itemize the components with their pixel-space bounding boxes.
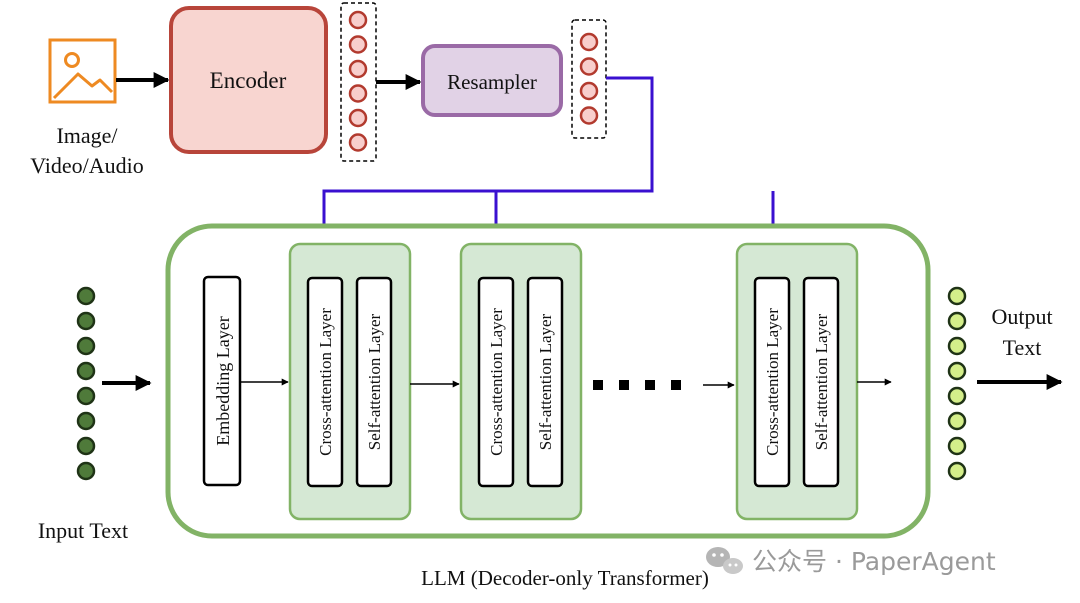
token (348, 10, 368, 30)
token (348, 84, 368, 103)
watermark-text: 公众号 · PaperAgent (752, 547, 996, 576)
resampler-label: Resampler (447, 70, 537, 94)
self-attention-layer (526, 276, 564, 488)
self-attention-label: Self-attention Layer (365, 313, 384, 450)
media-label-line2: Video/Audio (30, 153, 144, 178)
token (947, 286, 967, 306)
token (76, 311, 96, 331)
encoder-tokens (348, 10, 368, 152)
token (76, 336, 96, 356)
watermark: 公众号 · PaperAgent (706, 547, 996, 576)
token (579, 81, 599, 101)
token (947, 361, 967, 381)
resampler-tokens (579, 32, 599, 125)
output-label-line2: Text (1003, 335, 1042, 360)
encoder-box (169, 6, 328, 154)
token (947, 311, 967, 331)
output-text-tokens (947, 286, 967, 481)
token (579, 57, 599, 76)
token (76, 411, 96, 431)
token (947, 386, 967, 406)
token (76, 386, 96, 406)
transformer-block-3: Cross-attention Layer Self-attention Lay… (735, 242, 859, 521)
input-text-tokens (76, 286, 96, 481)
token (348, 133, 368, 152)
token (76, 461, 96, 481)
token (947, 336, 967, 356)
token (579, 106, 599, 125)
embedding-layer (202, 275, 242, 487)
self-attention-layer (802, 276, 840, 488)
token (579, 32, 599, 52)
token (947, 411, 967, 431)
token (348, 35, 368, 54)
cross-attention-label: Cross-attention Layer (763, 308, 782, 456)
encoder-label: Encoder (210, 68, 287, 93)
cross-attention-layer (477, 276, 515, 488)
cross-attention-label: Cross-attention Layer (316, 308, 335, 456)
token (76, 286, 96, 306)
transformer-block-2: Cross-attention Layer Self-attention Lay… (459, 242, 583, 521)
token (76, 361, 96, 381)
self-attention-label: Self-attention Layer (536, 313, 555, 450)
token (947, 461, 967, 481)
resampler-box (421, 44, 563, 117)
cross-attention-layer (306, 276, 344, 488)
resampler-token-group (571, 19, 607, 139)
output-label-line1: Output (991, 304, 1052, 329)
wechat-icon (706, 547, 743, 574)
token (348, 108, 368, 128)
token (947, 436, 967, 456)
self-attention-layer (355, 276, 393, 488)
cross-attention-label: Cross-attention Layer (487, 308, 506, 456)
media-label-line1: Image/ (56, 123, 118, 148)
token (76, 436, 96, 456)
cross-attention-layer (753, 276, 791, 488)
token (348, 59, 368, 79)
input-text-label: Input Text (38, 518, 128, 543)
llm-label: LLM (Decoder-only Transformer) (421, 566, 709, 590)
transformer-block-1: Cross-attention Layer Self-attention Lay… (288, 242, 412, 521)
encoder-token-group (340, 2, 377, 162)
embedding-layer-label: Embedding Layer (213, 316, 233, 445)
ellipsis-dots (593, 380, 681, 390)
self-attention-label: Self-attention Layer (812, 313, 831, 450)
image-icon (48, 38, 117, 104)
